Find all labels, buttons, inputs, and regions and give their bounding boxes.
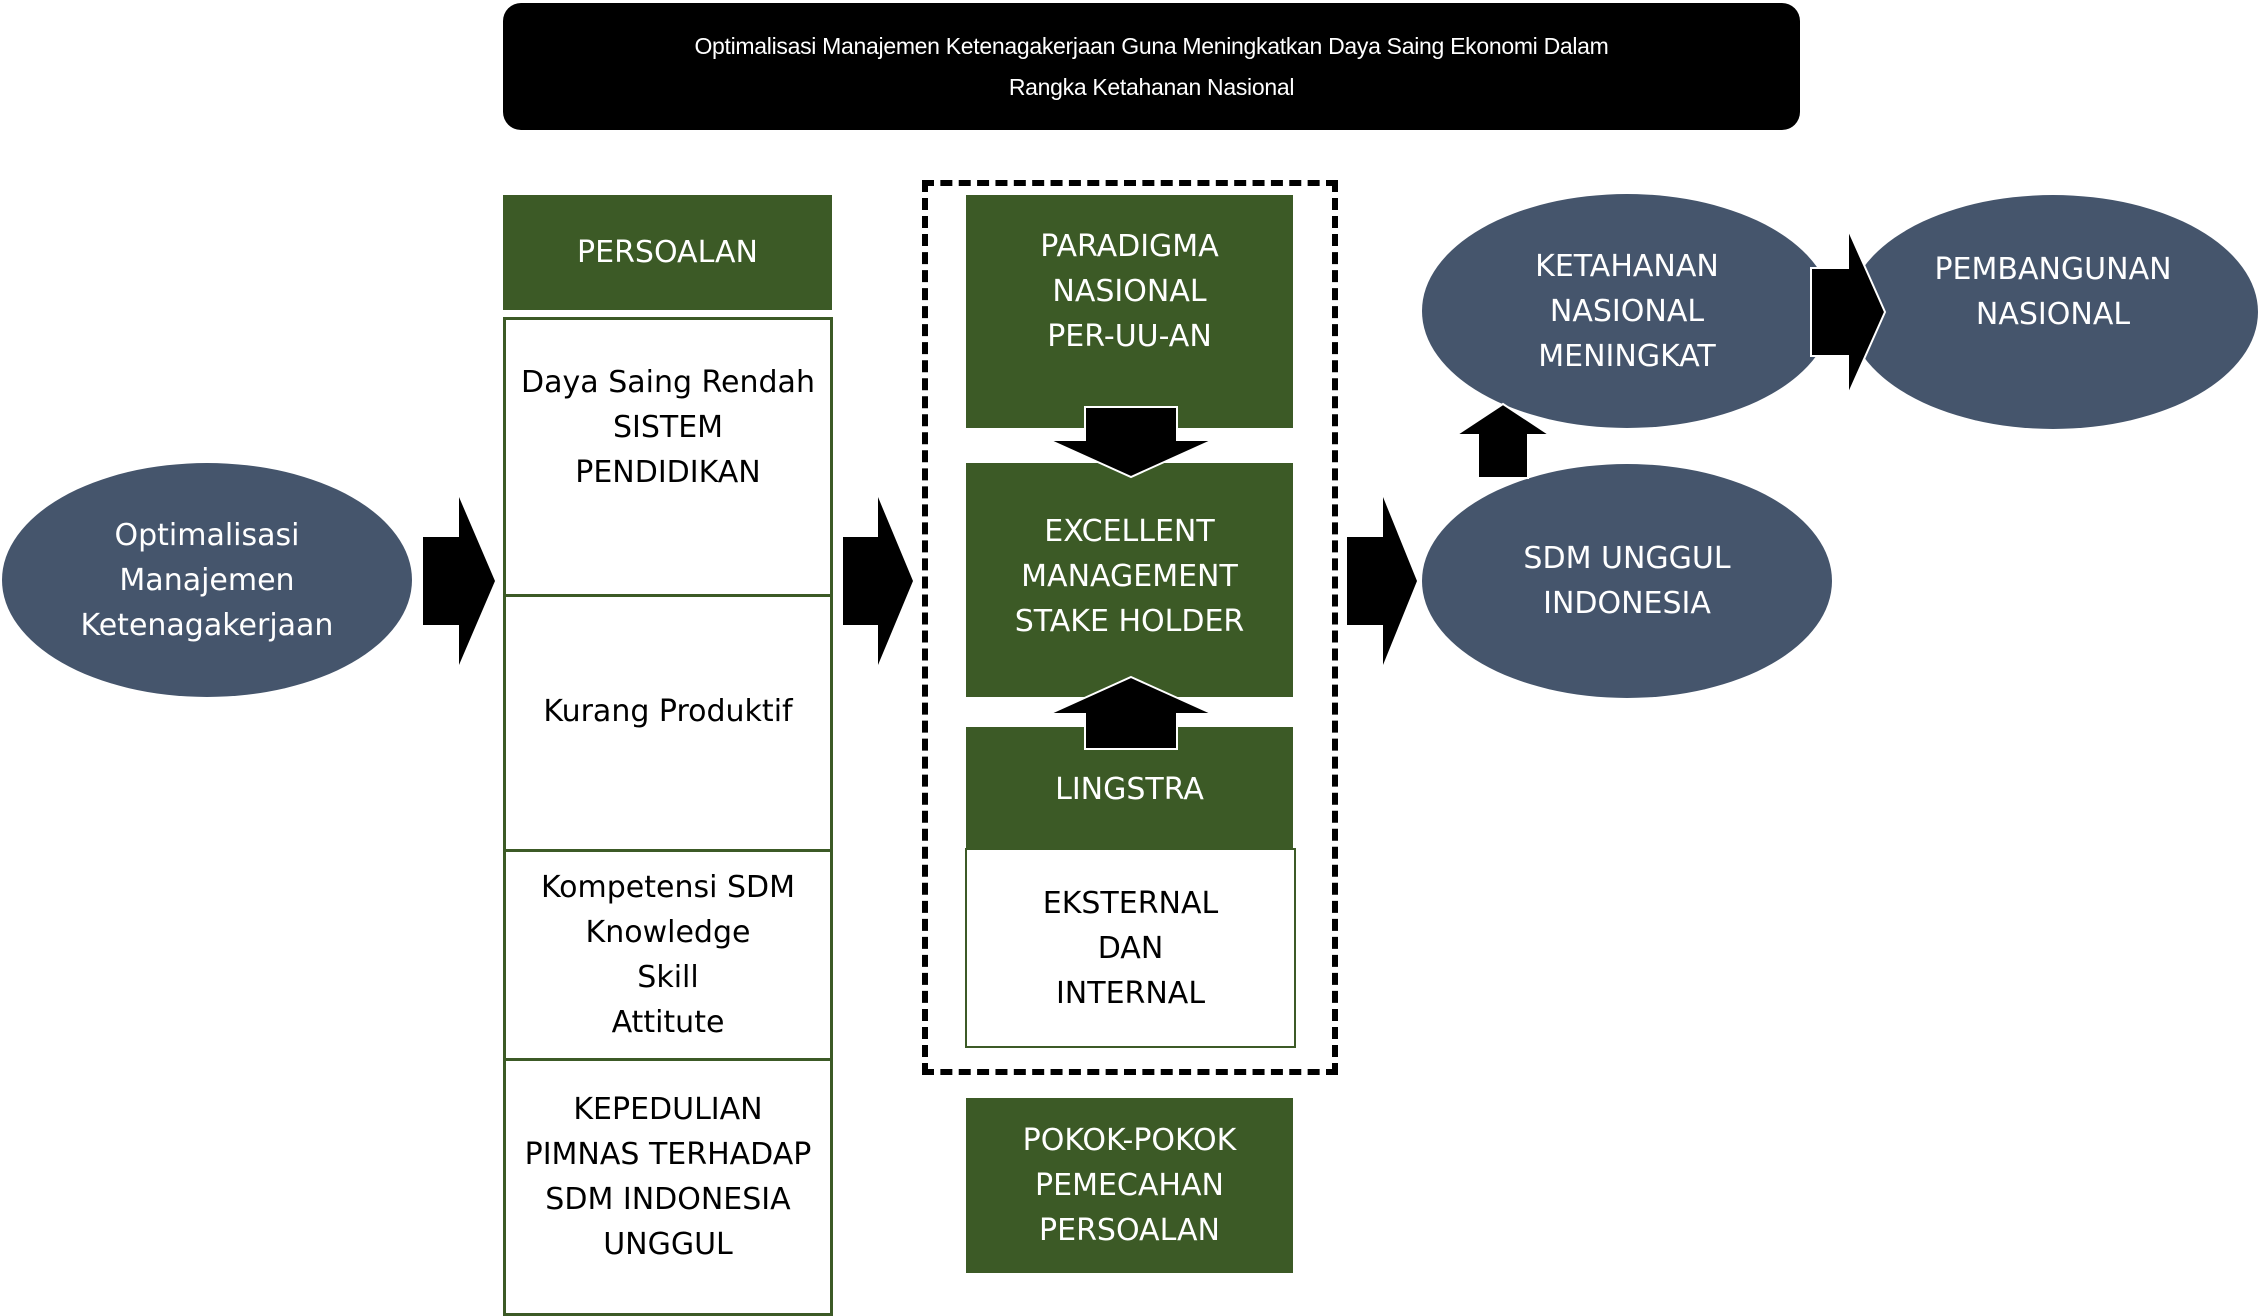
right-arrow-icon <box>1347 497 1417 665</box>
down-arrow-icon <box>1048 406 1214 479</box>
node-line: Manajemen <box>119 562 295 598</box>
item-line: Attitute <box>611 1005 725 1040</box>
header-label: PERSOALAN <box>577 235 758 270</box>
node-line: KETAHANAN <box>1535 248 1719 284</box>
persoalan-item-kompetensi: Kompetensi SDM Knowledge Skill Attitute <box>503 849 833 1061</box>
excellent-management-box: EXCELLENT MANAGEMENT STAKE HOLDER <box>966 463 1293 697</box>
node-line: PEMBANGUNAN <box>1934 252 2172 287</box>
item-line: Kurang Produktif <box>543 693 793 729</box>
box-line: PERSOALAN <box>1039 1213 1220 1248</box>
item-line: Skill <box>637 960 699 995</box>
node-line: NASIONAL <box>1549 293 1705 329</box>
node-line: Ketenagakerjaan <box>80 607 334 643</box>
pokok-pemecahan-box: POKOK-POKOK PEMECAHAN PERSOALAN <box>966 1098 1293 1273</box>
box-line: NASIONAL <box>1052 274 1207 309</box>
pembangunan-nasional-node: PEMBANGUNAN NASIONAL <box>1848 195 2258 429</box>
box-line: EXCELLENT <box>1044 513 1215 549</box>
item-line: SDM INDONESIA <box>545 1182 791 1217</box>
box-line: PEMECAHAN <box>1035 1168 1224 1203</box>
right-arrow-icon <box>843 497 913 665</box>
persoalan-header: PERSOALAN <box>503 195 832 310</box>
right-arrow-icon <box>1810 228 1887 396</box>
node-line: Optimalisasi <box>114 517 300 553</box>
start-node-optimalisasi: Optimalisasi Manajemen Ketenagakerjaan <box>2 463 412 697</box>
node-line: MENINGKAT <box>1538 338 1716 374</box>
box-line: MANAGEMENT <box>1021 558 1238 594</box>
box-line: DAN <box>1097 930 1164 966</box>
box-line: EKSTERNAL <box>1042 885 1219 921</box>
item-line: PENDIDIKAN <box>575 454 761 490</box>
persoalan-item-kurang-produktif: Kurang Produktif <box>503 594 833 852</box>
up-arrow-icon <box>1048 675 1214 750</box>
item-line: UNGGUL <box>603 1227 733 1262</box>
node-line: INDONESIA <box>1543 586 1711 621</box>
item-line: KEPEDULIAN <box>573 1092 763 1127</box>
diagram-title: Optimalisasi Manajemen Ketenagakerjaan G… <box>503 3 1800 130</box>
box-line: LINGSTRA <box>1055 771 1204 807</box>
box-line: STAKE HOLDER <box>1014 603 1245 639</box>
item-line: Kompetensi SDM <box>540 870 796 905</box>
box-line: POKOK-POKOK <box>1022 1123 1237 1158</box>
box-line: INTERNAL <box>1055 975 1206 1011</box>
item-line: Knowledge <box>585 915 751 950</box>
ketahanan-nasional-node: KETAHANAN NASIONAL MENINGKAT <box>1422 194 1832 428</box>
node-line: NASIONAL <box>1975 297 2131 332</box>
item-line: PIMNAS TERHADAP <box>524 1137 812 1172</box>
item-line: Daya Saing Rendah <box>521 364 815 400</box>
sdm-unggul-node: SDM UNGGUL INDONESIA <box>1422 464 1832 698</box>
title-line-2: Rangka Ketahanan Nasional <box>1008 73 1295 100</box>
paradigma-box: PARADIGMA NASIONAL PER-UU-AN <box>966 195 1293 428</box>
right-arrow-icon <box>423 497 495 665</box>
box-line: PER-UU-AN <box>1047 319 1212 354</box>
persoalan-item-kepedulian: KEPEDULIAN PIMNAS TERHADAP SDM INDONESIA… <box>503 1058 833 1316</box>
pemecahan-group-frame <box>922 180 1338 1075</box>
up-arrow-icon <box>1452 402 1554 479</box>
node-line: SDM UNGGUL <box>1523 541 1731 576</box>
item-line: SISTEM <box>612 409 724 445</box>
box-line: PARADIGMA <box>1040 229 1219 264</box>
persoalan-item-daya-saing: Daya Saing Rendah SISTEM PENDIDIKAN <box>503 317 833 597</box>
title-line-1: Optimalisasi Manajemen Ketenagakerjaan G… <box>694 32 1609 59</box>
lingstra-detail-box: EKSTERNAL DAN INTERNAL <box>965 848 1296 1048</box>
